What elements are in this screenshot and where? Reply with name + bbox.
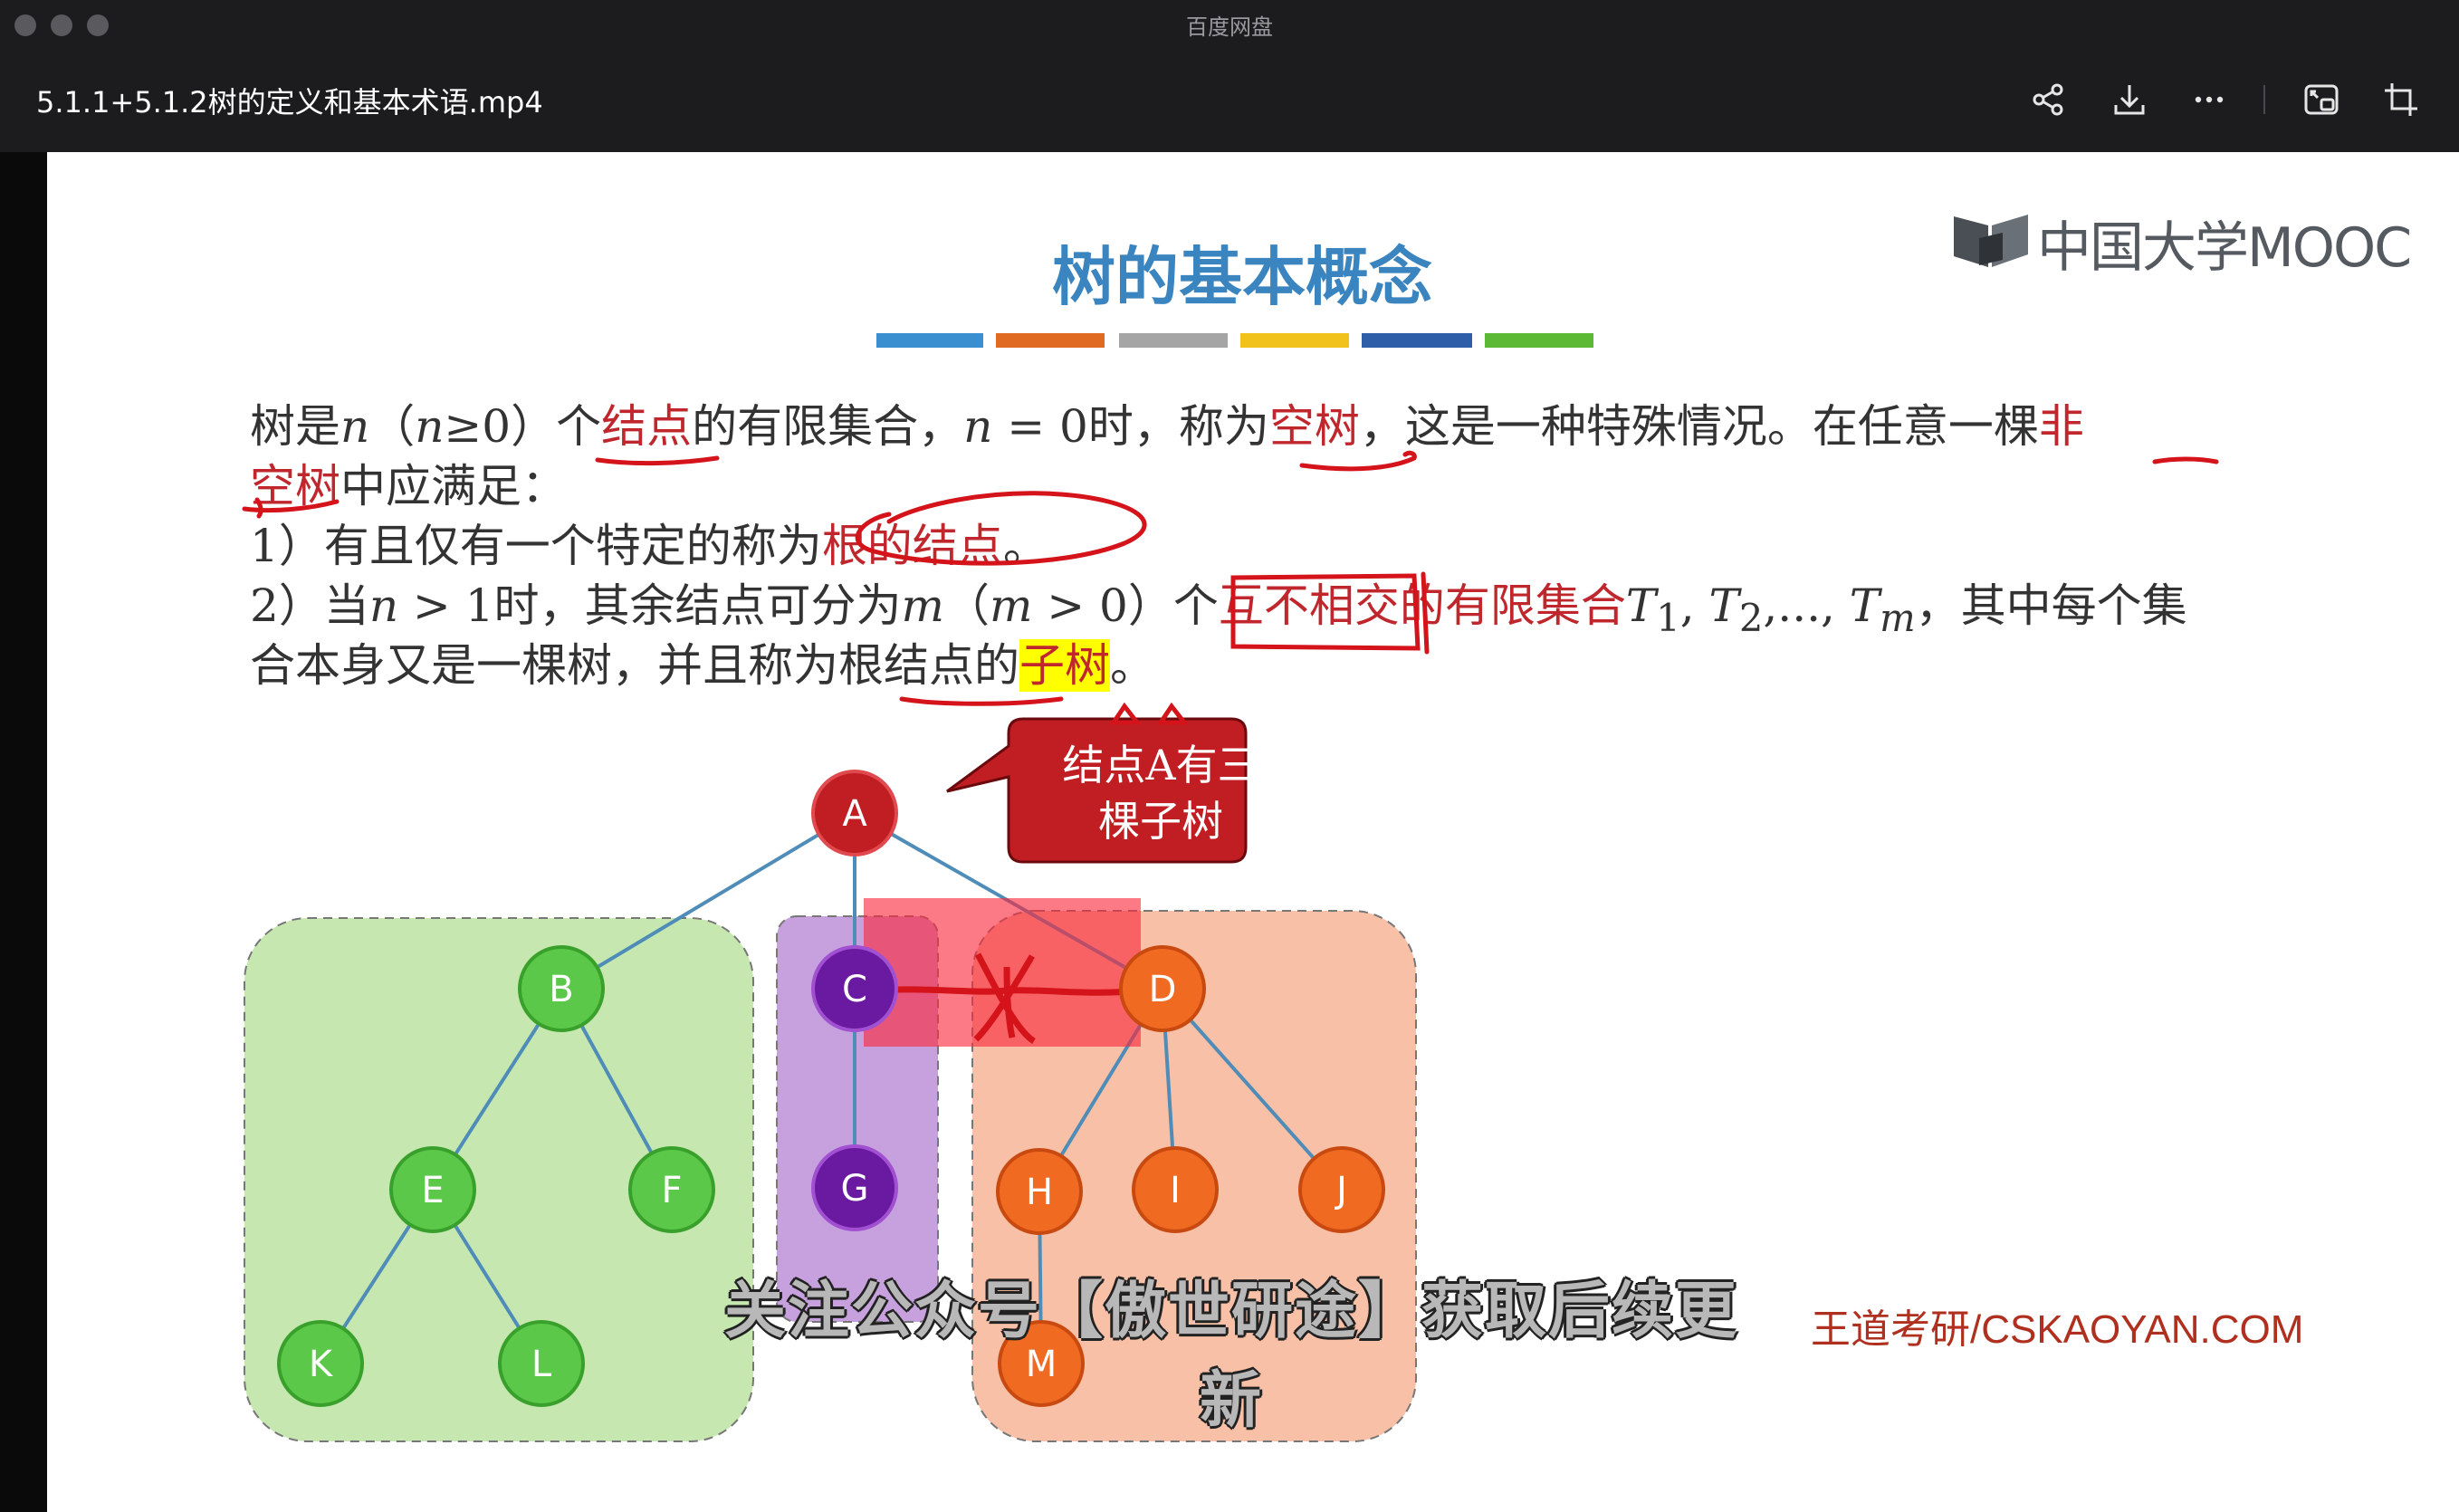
svg-text:I: I [1170,1170,1181,1211]
title-rule-2 [996,333,1105,348]
tree-node-j: J [1298,1146,1385,1233]
video-subtitle: 关注公众号【傲世研途】获取后续更新 [723,1276,1738,1437]
paragraph-line-5: 合本身又是一棵树，并且称为根结点的子树。 [250,639,1155,692]
tree-node-f: F [628,1146,715,1233]
tree-node-b: B [518,945,605,1032]
cross-mark [973,952,1037,1044]
tree-node-g: G [811,1144,898,1231]
callout-text: 结点A有三 棵子树 [1062,741,1259,846]
tree-node-k: K [277,1320,364,1407]
close-window-button[interactable] [14,14,36,36]
svg-text:E: E [421,1170,444,1211]
tree-node-c: C [811,945,898,1032]
tree-node-a: A [811,770,898,856]
cut-highlight [864,898,1141,1047]
book-logo-icon [1954,215,2028,267]
title-rule-4 [1240,333,1349,348]
minimize-window-button[interactable] [51,14,72,36]
paragraph-line-1: 树是n（n≥0）个结点的有限集合，n = 0时，称为空树，这是一种特殊情况。在任… [250,400,2084,453]
paragraph-line-4: 2）当n > 1时，其余结点可分为m（m > 0）个互不相交的有限集合T1, T… [250,579,2187,640]
video-file-title: 5.1.1+5.1.2树的定义和基本术语.mp4 [36,85,543,120]
tree-node-e: E [389,1146,476,1233]
svg-text:G: G [841,1168,869,1210]
tree-diagram: A B C D E F G H I J K L M [242,450,2219,1442]
term-empty-tree: 空树 [1268,400,1360,453]
share-button[interactable] [2024,76,2071,123]
paragraph-line-3: 1）有且仅有一个特定的称为根的结点。 [250,520,1048,572]
picture-in-picture-icon [2304,84,2339,115]
video-watermark: 王道考研/CSKAOYAN.COM [1811,1307,2304,1352]
tree-node-l: L [498,1320,585,1407]
app-title: 百度网盘 [1186,14,1273,40]
tree-node-h: H [996,1148,1083,1235]
more-button[interactable] [2186,76,2233,123]
tree-node-m: M [998,1320,1085,1407]
title-bar: 百度网盘 5.1.1+5.1.2树的定义和基本术语.mp4 [0,0,2459,152]
download-icon [2114,85,2145,115]
title-rule-6 [1485,333,1593,348]
zoom-window-button[interactable] [87,14,109,36]
fullscreen-button[interactable] [2378,76,2425,123]
svg-text:F: F [661,1170,682,1211]
mooc-logo: 中国大学MOOC [1952,206,2412,280]
svg-text:A: A [842,793,867,835]
svg-text:J: J [1334,1170,1347,1211]
svg-text:B: B [549,969,573,1010]
mooc-logo-text: 中国大学MOOC [2037,215,2412,280]
more-icon [2195,96,2224,103]
svg-text:H: H [1026,1172,1053,1213]
svg-text:C: C [842,969,867,1010]
handwritten-annotations [242,450,2219,725]
tree-node-i: I [1132,1146,1219,1233]
toolbar-separator [2263,85,2265,114]
term-subtree: 子树 [1019,639,1110,692]
slide-title: 树的基本概念 [1052,239,1432,314]
tree-node-d: D [1119,945,1206,1032]
subtree-box-b [244,917,754,1442]
term-node: 结点 [601,400,693,453]
picture-in-picture-button[interactable] [2298,76,2345,123]
svg-text:L: L [531,1344,552,1385]
fullscreen-icon [2385,83,2417,116]
download-button[interactable] [2106,76,2153,123]
callout-bubble [946,717,1248,864]
svg-text:D: D [1149,969,1177,1010]
title-rule-1 [876,333,983,348]
title-rule-3 [1119,333,1228,348]
video-frame-slide: 树的基本概念 中国大学MOOC 树是n（n≥0）个结点的有限集合，n = 0时，… [47,152,2459,1512]
svg-text:K: K [309,1344,334,1385]
svg-text:M: M [1026,1344,1057,1385]
title-rule-5 [1362,333,1472,348]
share-icon [2033,83,2063,116]
